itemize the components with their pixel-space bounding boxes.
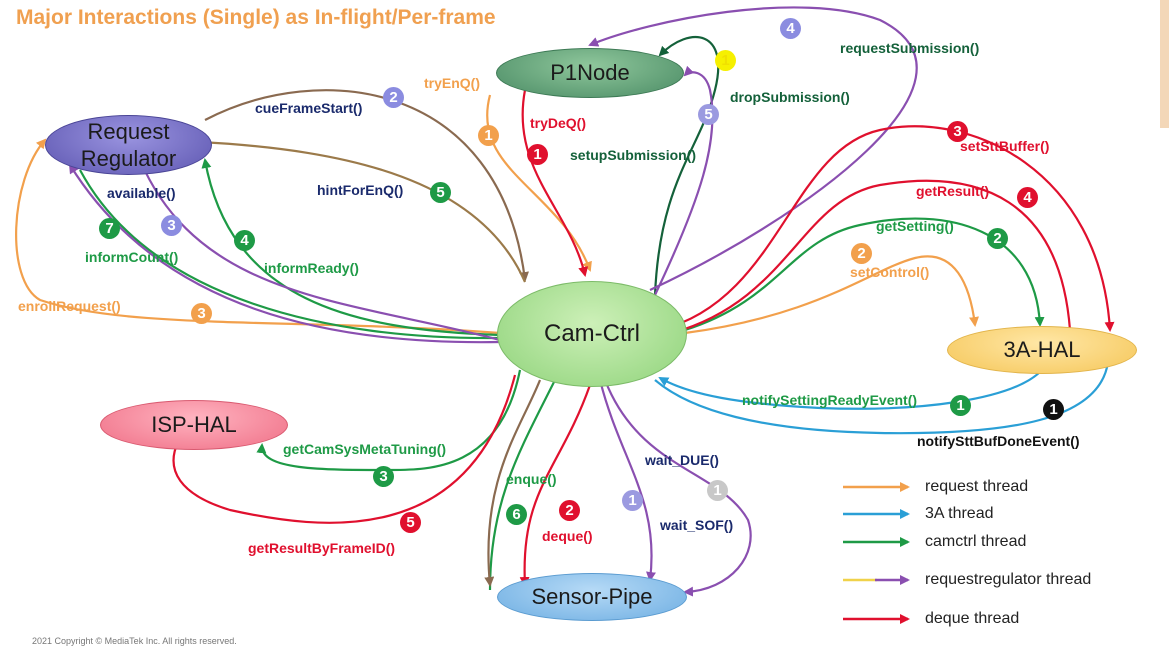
edge-available [138, 158, 501, 342]
badge-set-stt-buffer: 3 [947, 121, 968, 142]
badge-deque: 2 [559, 500, 580, 521]
label-get-result-by-frame-id: getResultByFrameID() [248, 540, 396, 556]
node-3a-hal-label: 3A-HAL [1003, 337, 1081, 362]
label-tryenq: tryEnQ() [424, 75, 480, 91]
label-deque: deque() [542, 528, 593, 544]
legend-label-camctrl: camctrl thread [925, 533, 1027, 550]
node-isp-hal: ISP-HAL [100, 400, 288, 450]
copyright-notice: 2021 Copyright © MediaTek Inc. All right… [32, 636, 237, 646]
legend-label-requestregulator: requestregulator thread [925, 571, 1092, 588]
badge-drop-submission: 1 [715, 50, 736, 71]
label-notify-sttbuf-done: notifySttBufDoneEvent() [917, 433, 1080, 449]
badge-inform-count: 7 [99, 218, 120, 239]
label-hint-for-enq: hintForEnQ() [317, 182, 404, 198]
legend-label-3a: 3A thread [925, 505, 994, 522]
label-set-control: setControl() [850, 264, 930, 280]
edge-deque [519, 384, 592, 587]
node-sensor-pipe: Sensor-Pipe [497, 573, 687, 621]
edge-get-result-by-frame-id [172, 374, 517, 524]
node-sensor-pipe-label: Sensor-Pipe [531, 584, 653, 609]
edge-notify-setting-ready [658, 371, 1041, 410]
edge-set-control [684, 255, 979, 335]
badge-setup-submission: 5 [698, 104, 719, 125]
badge-get-result-by-frame-id: 5 [400, 512, 421, 533]
badge-get-cam-sys-meta-tuning: 3 [373, 466, 394, 487]
badge-hint-for-enq: 5 [430, 182, 451, 203]
node-isp-hal-label: ISP-HAL [151, 412, 237, 437]
label-wait-due: wait_DUE() [645, 452, 719, 468]
label-enroll-request: enrollRequest() [18, 298, 121, 314]
label-wait-sof: wait_SOF() [660, 517, 734, 533]
edge-notify-sttbuf-done [654, 361, 1110, 435]
badge-enque: 6 [506, 504, 527, 525]
label-inform-ready: informReady() [264, 260, 359, 276]
label-trydeq: tryDeQ() [530, 115, 587, 131]
label-setup-submission: setupSubmission() [570, 147, 697, 163]
badge-notify-sttbuf-done: 1 [1043, 399, 1064, 420]
node-p1node-label: P1Node [550, 60, 630, 85]
legend-label-request: request thread [925, 478, 1029, 495]
badge-wait-sof: 1 [622, 490, 643, 511]
diagram-title: Major Interactions (Single) as In-flight… [16, 6, 496, 29]
label-available: available() [107, 185, 176, 201]
label-drop-submission: dropSubmission() [730, 89, 850, 105]
node-p1node: P1Node [496, 48, 684, 98]
node-3a-hal: 3A-HAL [947, 326, 1137, 374]
label-get-setting: getSetting() [876, 218, 954, 234]
edge-trydeq [521, 89, 589, 277]
edge-inform-ready [201, 158, 501, 337]
badge-inform-ready: 4 [234, 230, 255, 251]
edge-wait-sof [598, 379, 656, 582]
node-request-regulator: Request Regulator [45, 115, 212, 175]
edge-enque [488, 379, 556, 591]
badge-tryenq: 1 [478, 125, 499, 146]
label-set-stt-buffer: setSttBuffer() [960, 138, 1050, 154]
label-inform-count: informCount() [85, 249, 179, 265]
edge-get-setting [684, 217, 1045, 332]
node-request-regulator-label: Request Regulator [80, 118, 177, 172]
badge-request-submission: 4 [780, 18, 801, 39]
node-cam-ctrl-label: Cam-Ctrl [544, 320, 640, 347]
label-notify-setting-ready: notifySettingReadyEvent() [742, 392, 918, 408]
label-get-cam-sys-meta-tuning: getCamSysMetaTuning() [283, 441, 447, 457]
edge-enroll-request [15, 138, 501, 335]
edge-enque-return [484, 379, 542, 587]
side-accent-stripe [1160, 0, 1169, 128]
badge-notify-setting-ready: 1 [950, 395, 971, 416]
node-cam-ctrl: Cam-Ctrl [497, 281, 687, 387]
edge-set-stt-buffer [659, 125, 1115, 332]
badge-trydeq: 1 [527, 144, 548, 165]
badge-get-result: 4 [1017, 187, 1038, 208]
label-get-result: getResult() [916, 183, 990, 199]
label-cue-frame-start: cueFrameStart() [255, 100, 363, 116]
badge-get-setting: 2 [987, 228, 1008, 249]
edge-drop-submission [653, 35, 720, 296]
label-request-submission: requestSubmission() [840, 40, 980, 56]
badge-enroll-request: 3 [191, 303, 212, 324]
badge-cue-frame-start: 2 [383, 87, 404, 108]
legend-label-deque: deque thread [925, 610, 1020, 627]
edge-wait-due [603, 379, 752, 597]
edge-request-submission [588, 6, 918, 291]
badge-wait-due: 1 [707, 480, 728, 501]
label-enque: enque() [506, 471, 557, 487]
badge-set-control: 2 [851, 243, 872, 264]
edge-hint-for-enq [199, 140, 527, 283]
edge-get-result [671, 179, 1072, 335]
edge-tryenq [486, 94, 592, 272]
badge-available: 3 [161, 215, 182, 236]
